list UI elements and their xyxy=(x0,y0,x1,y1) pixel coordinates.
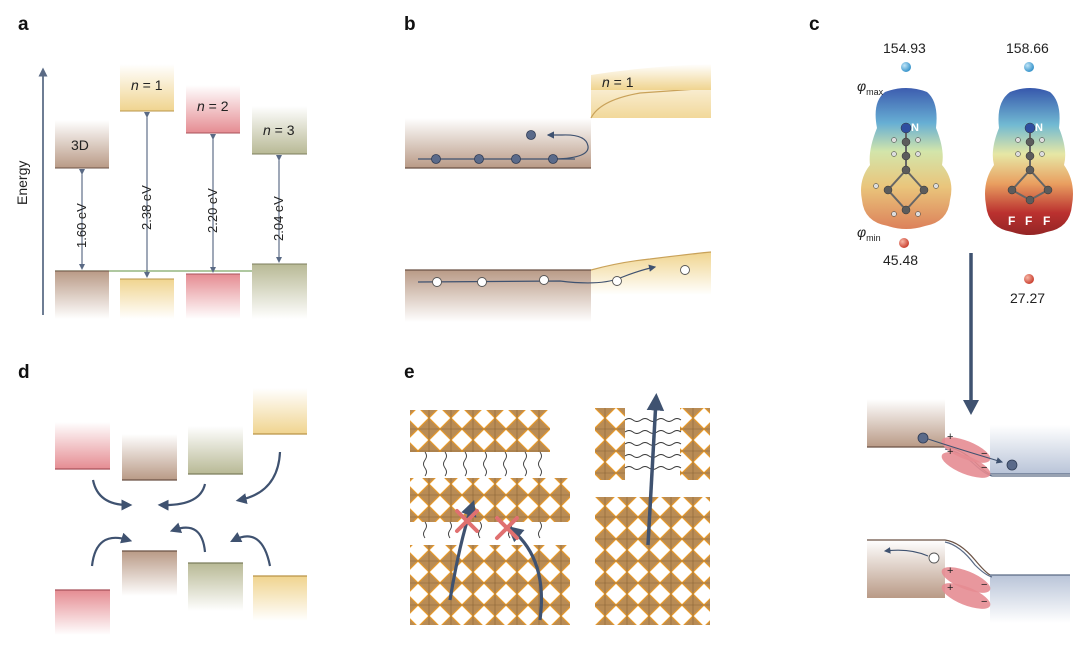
block-n2-top xyxy=(186,85,240,133)
c-atom-n-left: N xyxy=(911,122,919,134)
c-dipole-2 xyxy=(941,452,991,478)
block-n1-top xyxy=(120,64,174,111)
a-block-label-n2: n = 2 xyxy=(197,98,229,114)
e-right-octahedra-column xyxy=(595,408,625,480)
e-left-organic-spacers xyxy=(423,451,542,539)
a-energy-label: Energy xyxy=(14,160,30,205)
e-right-octahedra-layer xyxy=(595,497,710,625)
b-hole xyxy=(432,277,442,287)
c-plus-1: + xyxy=(947,431,954,443)
panel-c xyxy=(861,62,1073,623)
b-electron xyxy=(431,154,441,164)
e-left-octahedra-layer xyxy=(410,545,570,625)
e-left-octahedra-layer xyxy=(410,410,550,452)
c-hole xyxy=(928,552,940,564)
c-atom-f-1: F xyxy=(1008,214,1016,228)
e-blocked-x xyxy=(455,509,519,540)
b-hole xyxy=(477,277,487,287)
c-minus-2: − xyxy=(981,462,988,474)
c-electron-2 xyxy=(1006,459,1018,471)
a-block-label-n1: n = 1 xyxy=(131,77,163,93)
c-phi-max-label: φmax xyxy=(857,78,884,97)
c-plus-3: + xyxy=(947,565,954,577)
c-molecule-left xyxy=(873,122,939,217)
b-electron xyxy=(548,154,558,164)
c-plus-2: + xyxy=(947,446,954,458)
panel-label-b: b xyxy=(404,14,416,35)
block-3d-top xyxy=(55,120,109,168)
panel-label-c: c xyxy=(809,14,820,35)
a-gap-3d: 1.60 eV xyxy=(74,203,89,248)
b-electron xyxy=(474,154,484,164)
c-minus-4: − xyxy=(981,596,988,608)
c-value-right-bottom: 27.27 xyxy=(1010,290,1046,306)
a-gap-n3: 2.04 eV xyxy=(271,196,286,241)
c-molecule-right xyxy=(1007,122,1053,205)
a-gap-n2: 2.20 eV xyxy=(205,188,220,233)
b-hole xyxy=(612,276,622,286)
block-n2-bottom xyxy=(186,274,240,319)
c-phi-min-ball-left xyxy=(899,238,909,248)
c-value-right-top: 158.66 xyxy=(1006,40,1049,56)
c-atom-f-2: F xyxy=(1025,214,1033,228)
b-hole xyxy=(680,265,690,275)
c-junction1-left xyxy=(867,399,945,447)
b-bottom-3d-band xyxy=(405,270,591,322)
e-left-octahedra-layer xyxy=(410,478,570,522)
block-n3-bottom xyxy=(252,264,307,319)
c-dipole-1 xyxy=(941,437,991,463)
b-n1-label: n = 1 xyxy=(602,74,634,90)
c-value-left-top: 154.93 xyxy=(883,40,926,56)
c-phi-max-ball-right xyxy=(1024,62,1034,72)
b-electron xyxy=(511,154,521,164)
c-junction2-right xyxy=(990,575,1070,623)
panel-b xyxy=(405,64,712,322)
c-dipole-3 xyxy=(941,567,991,593)
c-junction1-right xyxy=(990,425,1070,474)
panel-d xyxy=(55,388,307,635)
c-phi-min-ball-right xyxy=(1024,274,1034,284)
a-gap-n1: 2.38 eV xyxy=(139,185,154,230)
c-phi-min-label: φmin xyxy=(857,224,881,243)
c-minus-1: − xyxy=(981,448,988,460)
b-hole xyxy=(539,275,549,285)
c-minus-3: − xyxy=(981,579,988,591)
block-3d-bottom xyxy=(55,271,109,319)
a-block-label-n3: n = 3 xyxy=(263,122,295,138)
c-atom-n-right: N xyxy=(1035,122,1043,134)
c-dipole-4 xyxy=(941,583,991,609)
c-plus-4: + xyxy=(947,582,954,594)
b-electron xyxy=(526,130,536,140)
e-right-octahedra-column xyxy=(680,408,710,480)
e-transport-arrow xyxy=(646,393,665,546)
block-n1-bottom xyxy=(120,279,174,319)
c-electron-1 xyxy=(917,432,929,444)
c-phi-max-ball-left xyxy=(901,62,911,72)
panel-label-d: d xyxy=(18,362,30,383)
panel-a xyxy=(38,64,307,319)
block-n3-top xyxy=(252,106,307,154)
a-block-label-3d: 3D xyxy=(71,137,89,153)
panel-label-e: e xyxy=(404,362,415,383)
panel-label-a: a xyxy=(18,14,29,35)
c-junction2-left xyxy=(867,540,945,598)
c-value-left-bottom: 45.48 xyxy=(883,252,919,268)
panel-e xyxy=(410,393,710,625)
c-atom-f-3: F xyxy=(1043,214,1051,228)
